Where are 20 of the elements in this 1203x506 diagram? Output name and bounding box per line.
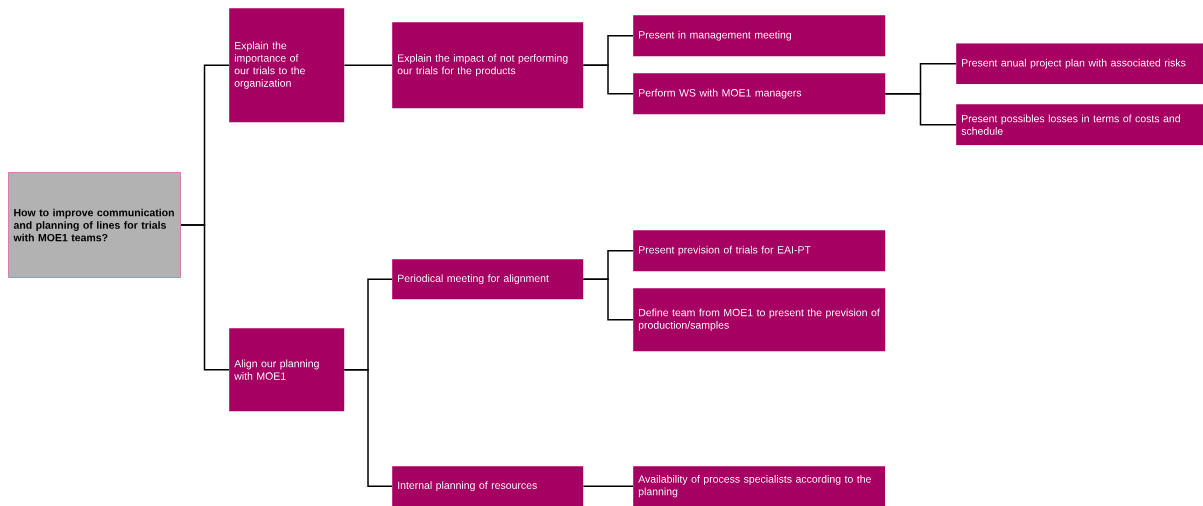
action-box: Periodical meeting for alignment <box>392 259 584 300</box>
connector-line <box>180 224 230 371</box>
connector-line <box>582 64 634 95</box>
action-box: Present in management meeting <box>633 15 886 57</box>
action-box: Explain the impact of not performing our trials for the products <box>392 22 584 109</box>
action-box: Explain the importance of our trials to the organization <box>229 8 345 123</box>
connector-line <box>343 368 393 487</box>
action-box: Define team from MOE1 to present the prevision of production/samples <box>633 288 886 352</box>
action-box: Internal planning of resources <box>392 466 584 506</box>
connector-line <box>884 92 957 126</box>
action-box: Perform WS with MOE1 managers <box>633 73 886 115</box>
action-box: Present prevision of trials for EAI-PT <box>633 230 886 272</box>
action-box: Present possibles losses in terms of costs and schedule <box>956 104 1203 146</box>
question-box: How to improve communication and planning of lines for trials with MOE1 teams? <box>8 172 181 278</box>
connector-line <box>343 64 393 66</box>
action-box: Align our planning with MOE1 <box>229 328 345 412</box>
action-box: Present anual project plan with associated risks <box>956 43 1203 85</box>
connector-line <box>582 485 634 487</box>
connector-line <box>582 278 634 321</box>
action-box: Availability of process specialists according to the planning <box>633 466 886 506</box>
